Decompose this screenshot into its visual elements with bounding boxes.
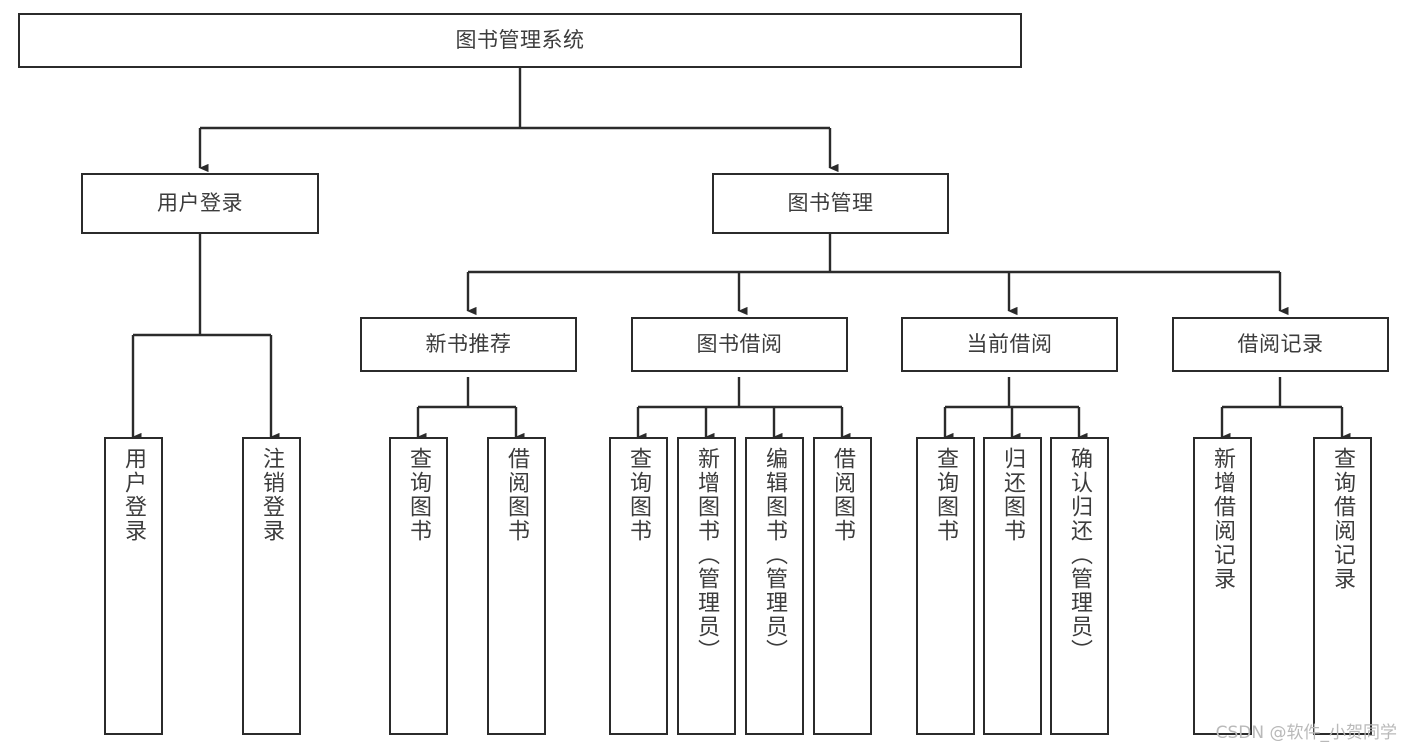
node-new-book-rec-label: 新书推荐 (425, 332, 512, 357)
node-leaf-query-book-2[interactable]: 查询图书 (609, 437, 668, 735)
node-leaf-borrow-book-1-label: 借阅图书 (504, 447, 530, 543)
node-leaf-query-record-label: 查询借阅记录 (1330, 447, 1356, 591)
node-user-login[interactable]: 用户登录 (81, 173, 319, 234)
node-book-borrow[interactable]: 图书借阅 (631, 317, 848, 372)
node-book-borrow-label: 图书借阅 (696, 332, 783, 357)
node-leaf-query-book-3[interactable]: 查询图书 (916, 437, 975, 735)
node-borrow-record[interactable]: 借阅记录 (1172, 317, 1389, 372)
node-current-borrow[interactable]: 当前借阅 (901, 317, 1118, 372)
node-book-manage[interactable]: 图书管理 (712, 173, 949, 234)
node-leaf-query-book-3-label: 查询图书 (933, 447, 959, 543)
node-leaf-return-book-label: 归还图书 (1000, 447, 1026, 543)
node-leaf-logout-label: 注销登录 (259, 447, 285, 543)
node-leaf-query-book-1-label: 查询图书 (406, 447, 432, 543)
node-leaf-borrow-book-2[interactable]: 借阅图书 (813, 437, 872, 735)
node-borrow-record-label: 借阅记录 (1237, 332, 1324, 357)
node-user-login-label: 用户登录 (157, 191, 243, 216)
node-leaf-query-book-2-label: 查询图书 (626, 447, 652, 543)
node-root-label: 图书管理系统 (455, 28, 585, 53)
node-leaf-borrow-book-1[interactable]: 借阅图书 (487, 437, 546, 735)
node-current-borrow-label: 当前借阅 (966, 332, 1053, 357)
node-leaf-add-record-label: 新增借阅记录 (1210, 447, 1236, 591)
node-leaf-edit-book[interactable]: 编辑图书（管理员） (745, 437, 804, 735)
node-leaf-user-login[interactable]: 用户登录 (104, 437, 163, 735)
node-leaf-add-book[interactable]: 新增图书（管理员） (677, 437, 736, 735)
node-leaf-query-book-1[interactable]: 查询图书 (389, 437, 448, 735)
node-new-book-rec[interactable]: 新书推荐 (360, 317, 577, 372)
node-leaf-edit-book-label: 编辑图书（管理员） (762, 447, 788, 663)
node-leaf-borrow-book-2-label: 借阅图书 (830, 447, 856, 543)
watermark: CSDN @软件_小贺同学 (1215, 723, 1397, 743)
node-leaf-query-record[interactable]: 查询借阅记录 (1313, 437, 1372, 735)
node-leaf-confirm-return[interactable]: 确认归还（管理员） (1050, 437, 1109, 735)
node-leaf-user-login-label: 用户登录 (121, 447, 147, 543)
node-leaf-add-record[interactable]: 新增借阅记录 (1193, 437, 1252, 735)
node-leaf-add-book-label: 新增图书（管理员） (694, 447, 720, 663)
node-leaf-logout[interactable]: 注销登录 (242, 437, 301, 735)
node-root[interactable]: 图书管理系统 (18, 13, 1022, 68)
node-leaf-return-book[interactable]: 归还图书 (983, 437, 1042, 735)
node-leaf-confirm-return-label: 确认归还（管理员） (1067, 447, 1093, 663)
node-book-manage-label: 图书管理 (787, 191, 874, 216)
